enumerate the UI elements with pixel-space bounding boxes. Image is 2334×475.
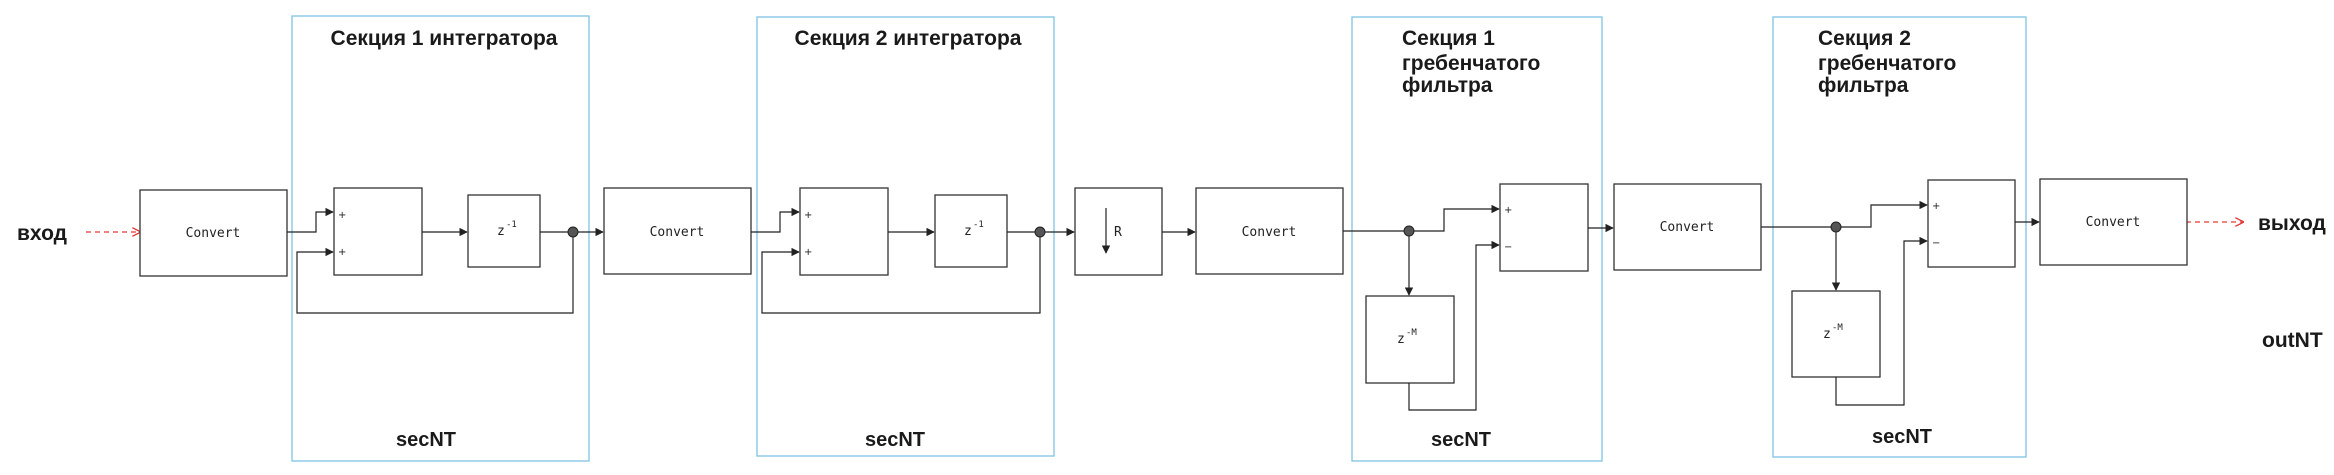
section-4-footer: secNT (1872, 426, 1932, 448)
integrator-2-plus-bottom: + (804, 247, 812, 258)
convert-block-1-label: Convert (186, 226, 241, 241)
downsample-block[interactable] (1074, 187, 1163, 276)
comb-section-1 (1351, 16, 1603, 462)
convert-block-4-label: Convert (1660, 220, 1715, 235)
integrator-1-delay-block[interactable] (467, 194, 541, 268)
comb-2-plus: + (1932, 201, 1940, 212)
integrator-1-sum-block[interactable] (333, 187, 423, 276)
section-4-title-line-2: гребенчатого (1818, 52, 1956, 75)
integrator-2-plus-top: + (804, 210, 812, 221)
downsample-label: R (1114, 225, 1122, 240)
comb-1-delay-label: z (1397, 332, 1405, 347)
comb-2-delay-exp: -M (1832, 323, 1843, 333)
section-3-footer: secNT (1431, 429, 1491, 451)
comb-1-delay-exp: -M (1406, 328, 1417, 338)
convert-block-5[interactable] (2039, 178, 2188, 266)
integrator-2-delay-label: z (964, 224, 972, 239)
convert-block-1[interactable] (139, 189, 288, 277)
convert-block-2[interactable] (603, 187, 752, 275)
comb-1-minus: − (1504, 242, 1512, 253)
section-3-title-line-1: Секция 1 (1402, 27, 1495, 50)
convert-block-3[interactable] (1195, 187, 1344, 275)
integrator-2-sum-block[interactable] (799, 187, 889, 276)
output-type-label: outNT (2262, 329, 2323, 352)
convert-block-5-label: Convert (2086, 215, 2141, 230)
convert-block-3-label: Convert (1242, 225, 1297, 240)
comb-1-plus: + (1504, 205, 1512, 216)
integrator-section-2 (756, 16, 1055, 457)
integrator-2-delay-exp: -1 (973, 220, 984, 230)
section-1-title: Секция 1 интегратора (331, 27, 558, 50)
comb-2-sum-block[interactable] (1927, 179, 2016, 268)
comb-1-sum-block[interactable] (1499, 183, 1589, 272)
comb-2-delay-block[interactable] (1791, 290, 1881, 378)
comb-2-minus: − (1932, 238, 1940, 249)
output-label: выход (2258, 212, 2326, 235)
integrator-section-1 (291, 15, 590, 462)
input-label: вход (17, 222, 67, 245)
section-3-title-line-2: гребенчатого (1402, 52, 1540, 75)
integrator-1-delay-label: z (497, 224, 505, 239)
comb-2-delay-label: z (1823, 327, 1831, 342)
section-2-footer: secNT (865, 429, 925, 451)
comb-1-delay-block[interactable] (1365, 295, 1455, 384)
section-1-footer: secNT (396, 429, 456, 451)
integrator-1-plus-top: + (338, 210, 346, 221)
integrator-2-delay-block[interactable] (934, 194, 1008, 268)
section-4-title-line-3: фильтра (1818, 74, 1909, 97)
signal-wires (287, 200, 2040, 411)
section-4-title-line-1: Секция 2 (1818, 27, 1911, 50)
comb-1-junction (1403, 225, 1415, 237)
section-2-title: Секция 2 интегратора (795, 27, 1022, 50)
convert-block-2-label: Convert (650, 225, 705, 240)
comb-2-junction (1830, 221, 1842, 233)
integrator-1-plus-bottom: + (338, 247, 346, 258)
integrator-1-junction (567, 226, 579, 238)
comb-section-2 (1772, 16, 2027, 458)
section-3-title-line-3: фильтра (1402, 74, 1493, 97)
convert-block-4[interactable] (1613, 183, 1762, 271)
integrator-2-junction (1034, 226, 1046, 238)
integrator-1-delay-exp: -1 (506, 220, 517, 230)
